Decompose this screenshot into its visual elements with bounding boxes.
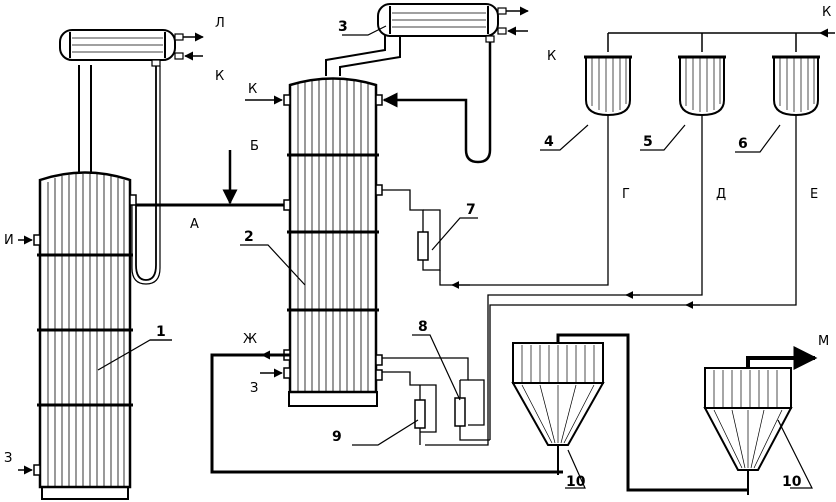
column-2 xyxy=(283,77,383,407)
number-4: 4 xyxy=(544,134,554,150)
label-K-tanks: К xyxy=(822,5,831,20)
number-10-second: 10 xyxy=(782,474,802,490)
tank-5 xyxy=(678,33,726,117)
number-7: 7 xyxy=(466,202,476,218)
label-K-column2: К xyxy=(248,82,257,97)
label-A: А xyxy=(190,217,199,232)
label-M: М xyxy=(818,334,829,349)
label-G: Г xyxy=(622,187,630,202)
label-D: Д xyxy=(716,187,726,202)
number-10-first: 10 xyxy=(566,474,586,490)
condenser-top-left xyxy=(59,29,184,67)
number-9: 9 xyxy=(332,429,342,445)
label-E: Е xyxy=(810,187,818,202)
label-B: Б xyxy=(250,139,259,154)
number-2: 2 xyxy=(244,229,254,245)
tank-6 xyxy=(772,33,820,117)
number-8: 8 xyxy=(418,319,428,335)
number-1: 1 xyxy=(156,324,166,340)
flowmeter-8 xyxy=(382,357,490,441)
tank-4 xyxy=(584,33,632,117)
label-ZH: Ж xyxy=(243,332,257,347)
label-L: Л xyxy=(215,16,225,31)
label-Z-column1: З xyxy=(4,451,12,466)
separator-10-first xyxy=(511,342,605,475)
flowmeter-9 xyxy=(382,371,437,445)
flowmeter-7 xyxy=(382,189,452,286)
separator-10-second xyxy=(703,367,793,495)
number-3: 3 xyxy=(338,19,348,35)
label-K-condenser3: К xyxy=(547,49,556,64)
number-6: 6 xyxy=(738,136,748,152)
condenser-3 xyxy=(377,3,507,43)
label-K-condenser-left: К xyxy=(215,69,224,84)
label-Z-column2: З xyxy=(250,381,258,396)
number-5: 5 xyxy=(643,134,653,150)
column-1 xyxy=(33,171,137,500)
label-I: И xyxy=(4,233,14,248)
